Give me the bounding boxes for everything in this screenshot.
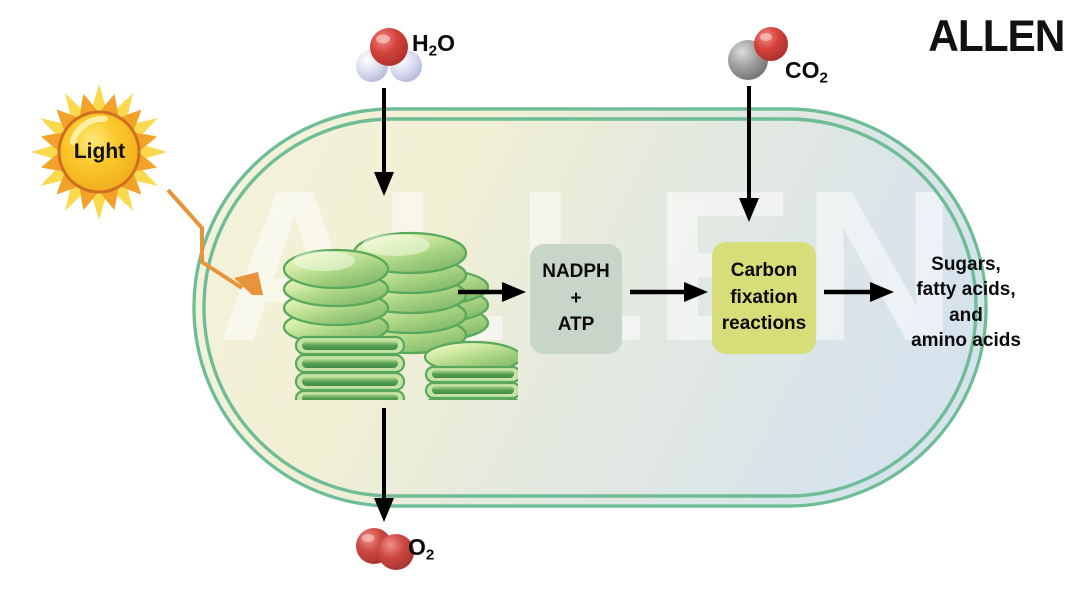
chloroplast-inner-membrane — [202, 117, 978, 498]
water-input-arrow — [374, 88, 394, 196]
oxygen-output-arrow — [374, 408, 394, 522]
nadph-line-3: ATP — [557, 314, 595, 336]
product-line-3: and — [949, 304, 983, 326]
carbon-dioxide-label: CO2 — [785, 57, 828, 87]
oxygen-atom — [370, 28, 408, 66]
oxygen-atom-right — [378, 534, 414, 570]
grana-stack-lower-left — [294, 335, 406, 400]
product-line-1: Sugars, — [931, 254, 1001, 275]
light-label: Light — [73, 140, 126, 163]
carbon-line-3: reactions — [721, 313, 807, 335]
oxygen-molecule-icon — [356, 528, 414, 570]
carbon-line-2: fixation — [730, 286, 798, 308]
water-molecule-icon — [356, 28, 422, 82]
carbon-to-products-arrow — [824, 282, 894, 302]
sun-icon — [31, 84, 167, 220]
nadph-atp-box[interactable]: NADPH + ATP — [530, 244, 622, 354]
carbon-fixation-box[interactable]: Carbon fixation reactions — [712, 242, 816, 354]
oxygen-atom — [754, 27, 788, 61]
products-label: Sugars, fatty acids, and amino acids — [896, 252, 1036, 353]
nadph-line-2: + — [570, 287, 582, 309]
carbon-line-1: Carbon — [730, 259, 798, 281]
oxygen-label: O2 — [408, 534, 435, 564]
water-label: H2O — [412, 30, 455, 60]
nadph-line-1: NADPH — [542, 260, 610, 282]
thylakoid-grana-icon — [282, 231, 518, 400]
light-arrow — [166, 188, 264, 295]
sun-rays — [31, 84, 167, 220]
grana-stack-lower-right — [423, 340, 518, 400]
nadph-to-carbon-arrow — [630, 282, 708, 302]
chloroplast-outer-membrane — [192, 107, 988, 508]
grana-stack-left — [282, 248, 390, 346]
allen-logo: ALLEN — [927, 12, 1065, 62]
carbon-dioxide-molecule-icon — [728, 27, 788, 80]
product-line-4: amino acids — [911, 329, 1021, 351]
co2-input-arrow — [739, 86, 759, 222]
product-line-2: fatty acids, — [916, 279, 1016, 301]
grana-to-nadph-arrow — [458, 282, 526, 302]
